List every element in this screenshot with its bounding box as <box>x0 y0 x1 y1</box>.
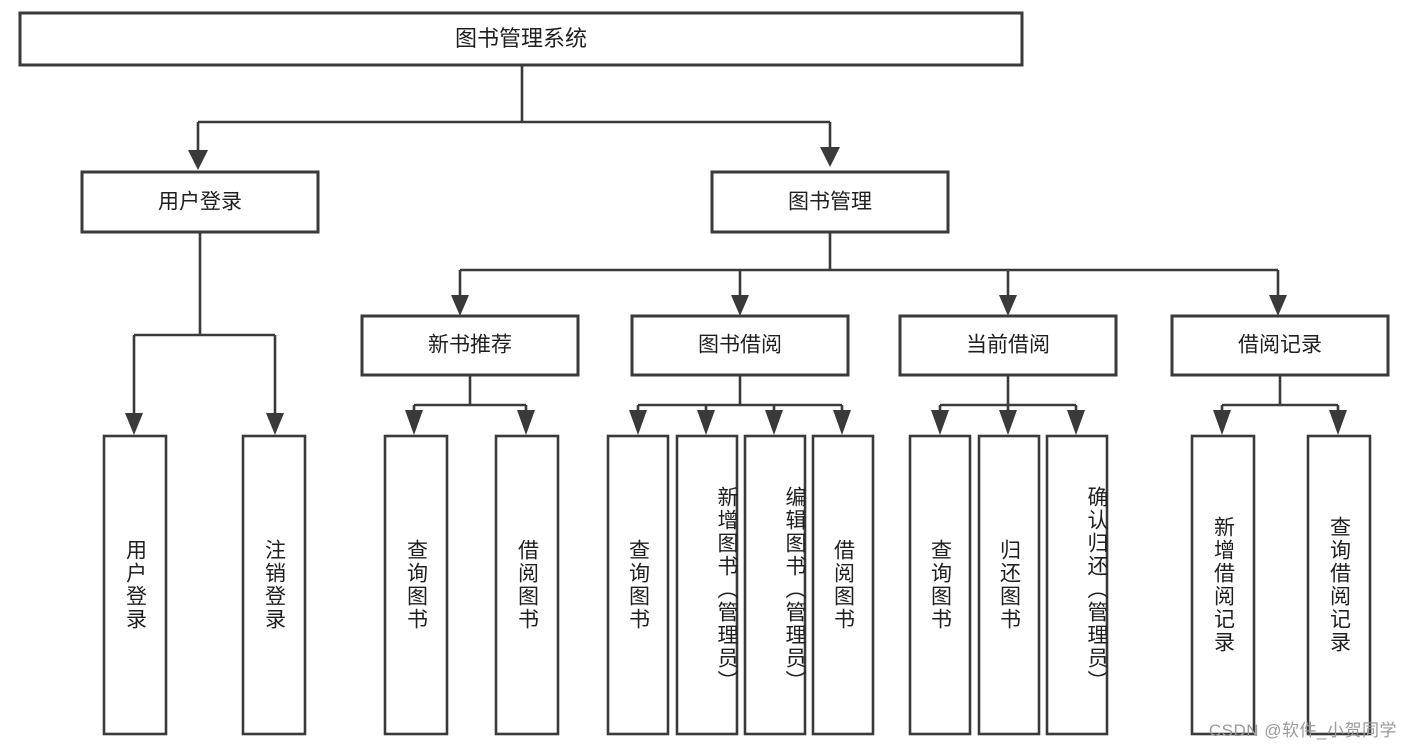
node-book-management[interactable]: 图书管理 <box>710 170 950 234</box>
arrow-head-leaf-logout <box>266 413 284 435</box>
connector-group-new-book-recommend <box>405 375 535 435</box>
node-user-login[interactable]: 用户登录 <box>80 170 320 234</box>
node-new-book-recommend[interactable]: 新书推荐 <box>360 314 580 377</box>
leaf-box-bookborrow-query[interactable] <box>606 434 670 736</box>
arrow-head-borrowrecord-leaf1 <box>1213 410 1231 435</box>
leaf-box-newbook-query[interactable] <box>383 434 449 736</box>
connector-group-current-borrow <box>931 375 1085 435</box>
node-borrow-record-box[interactable] <box>1170 314 1390 377</box>
leaf-box-user-login[interactable] <box>102 434 168 736</box>
arrow-head-currentborrow-leaf1 <box>931 410 949 435</box>
arrow-head-bookborrow-leaf4 <box>833 410 851 435</box>
leaf-box-currentborrow-confirm[interactable] <box>1045 434 1109 736</box>
connector-group-user-login <box>125 232 284 435</box>
arrow-head-current-borrow <box>999 295 1017 316</box>
node-borrow-record-label: 借阅记录 <box>1238 334 1322 357</box>
leaf-box-currentborrow-return[interactable] <box>977 434 1041 736</box>
arrow-head-borrow-record <box>1269 295 1287 316</box>
node-new-book-recommend-label: 新书推荐 <box>428 334 512 357</box>
node-new-book-recommend-box[interactable] <box>360 314 580 377</box>
node-user-login-label: 用户登录 <box>158 191 242 214</box>
arrow-head-newbook-leaf2 <box>517 410 535 435</box>
node-current-borrow-label: 当前借阅 <box>966 334 1050 357</box>
leaf-box-currentborrow-query[interactable] <box>908 434 972 736</box>
connector-group-root <box>188 65 840 170</box>
leaf-box-record-query[interactable] <box>1306 434 1372 736</box>
node-book-management-box[interactable] <box>710 170 950 234</box>
arrow-head-bookborrow-leaf2 <box>697 410 715 435</box>
node-book-borrow-box[interactable] <box>630 314 850 377</box>
arrow-head-bookborrow-leaf1 <box>629 410 647 435</box>
arrow-head-borrowrecord-leaf2 <box>1329 410 1347 435</box>
node-book-management-label: 图书管理 <box>788 191 872 214</box>
arrow-head-userlogin <box>188 150 208 170</box>
arrow-head-new-book-recommend <box>451 295 469 316</box>
node-book-borrow[interactable]: 图书借阅 <box>630 314 850 377</box>
node-book-borrow-label: 图书借阅 <box>698 334 782 357</box>
node-current-borrow-box[interactable] <box>898 314 1118 377</box>
node-root-system[interactable]: 图书管理系统 <box>18 11 1024 67</box>
node-borrow-record[interactable]: 借阅记录 <box>1170 314 1390 377</box>
arrow-head-newbook-leaf1 <box>405 410 423 435</box>
arrow-head-bookmgmt <box>820 147 840 167</box>
leaf-box-bookborrow-edit[interactable] <box>743 434 807 736</box>
connector-group-book-borrow <box>629 375 851 435</box>
leaf-box-newbook-borrow[interactable] <box>494 434 560 736</box>
leaf-box-bookborrow-borrow[interactable] <box>811 434 875 736</box>
leaf-box-logout[interactable] <box>241 434 307 736</box>
node-root-label: 图书管理系统 <box>455 26 587 51</box>
node-user-login-box[interactable] <box>80 170 320 234</box>
arrow-head-currentborrow-leaf3 <box>1067 410 1085 435</box>
node-current-borrow[interactable]: 当前借阅 <box>898 314 1118 377</box>
node-root-box[interactable] <box>18 11 1024 67</box>
arrow-head-bookborrow-leaf3 <box>765 410 783 435</box>
arrow-head-book-borrow <box>731 295 749 316</box>
leaf-box-record-add[interactable] <box>1190 434 1256 736</box>
connector-group-book-mgmt <box>451 232 1287 316</box>
arrow-head-leaf-user-login <box>125 413 143 435</box>
connector-group-borrow-record <box>1213 375 1347 435</box>
leaf-box-bookborrow-add[interactable] <box>675 434 739 736</box>
arrow-head-currentborrow-leaf2 <box>999 410 1017 435</box>
